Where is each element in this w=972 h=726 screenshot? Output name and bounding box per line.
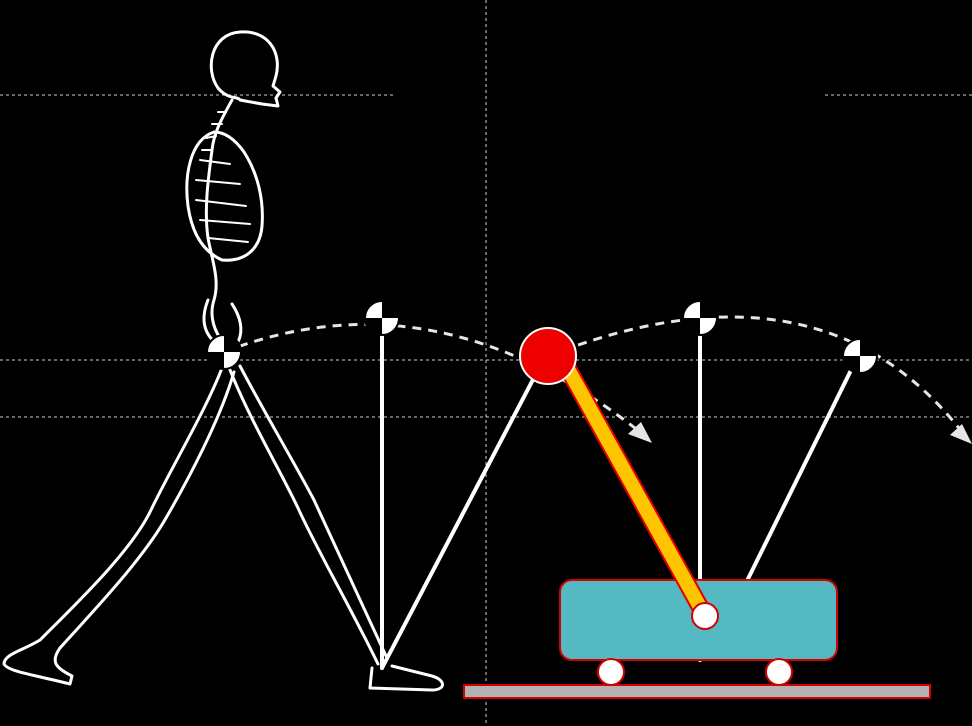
- rear-foot: [2, 638, 74, 686]
- trajectory-arc-2: [547, 315, 964, 433]
- rear-leg-back-edge: [58, 370, 236, 650]
- leg-line-diagonal: [380, 368, 540, 670]
- ribs: [195, 159, 251, 243]
- walking-skeleton: [2, 30, 444, 692]
- cart-pivot-joint: [691, 602, 719, 630]
- rear-leg-front-edge: [38, 366, 224, 642]
- center-of-mass-icon: [842, 338, 878, 374]
- arrowhead-icon: [628, 422, 652, 443]
- skull: [209, 30, 282, 108]
- cart-wheel-right: [765, 658, 793, 686]
- front-leg-back-edge: [238, 364, 388, 658]
- leg-line-diagonal-2: [743, 354, 860, 587]
- pendulum-mass: [519, 327, 577, 385]
- cart-wheel-left: [597, 658, 625, 686]
- rib-cage: [185, 130, 264, 262]
- track: [463, 684, 931, 699]
- center-of-mass-icon: [364, 300, 400, 336]
- vertebrae: [201, 111, 227, 151]
- front-leg-front-edge: [228, 368, 380, 666]
- arrowhead-icon: [950, 424, 972, 444]
- center-of-mass-icon: [206, 334, 242, 370]
- front-foot: [368, 664, 444, 692]
- center-of-mass-icon: [682, 300, 718, 336]
